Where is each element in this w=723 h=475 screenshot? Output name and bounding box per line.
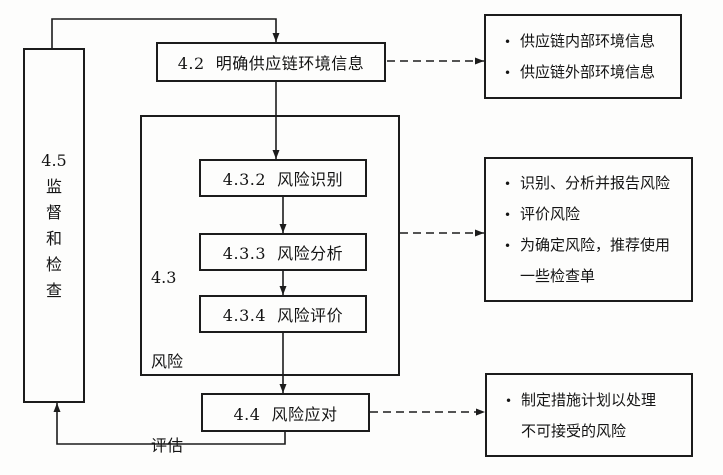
note-text: 供应链内部环境信息 (520, 31, 656, 50)
node-4-5-char: 和 (45, 228, 62, 248)
note-text: 制定措施计划以处理 (521, 390, 657, 409)
note-text: 识别、分析并报告风险 (520, 174, 671, 192)
node-4-3-group-label: 4.3 风险 评估 (151, 208, 195, 475)
node-4-3-number: 4.3 (151, 268, 177, 287)
node-4-5-char: 检 (45, 254, 62, 274)
node-4-5-char: 督 (45, 202, 62, 222)
note-text: 一些检查单 (520, 267, 596, 285)
node-4-4-label: 4.4 风险应对 (233, 404, 338, 424)
note-text: 不可接受的风险 (521, 421, 627, 440)
note-assessment-info: • 识别、分析并报告风险 • 评价风险 • 为确定风险，推荐使用 一些检查单 (484, 157, 693, 302)
node-4-4-risk-response: 4.4 风险应对 (201, 393, 370, 432)
node-4-3-3-label: 4.3.3 风险分析 (222, 244, 344, 263)
bullet-icon: • (505, 393, 513, 408)
node-4-3-3-risk-analysis: 4.3.3 风险分析 (199, 233, 367, 271)
node-4-2-label: 4.2 明确供应链环境信息 (177, 54, 365, 73)
note-line: • 为确定风险，推荐使用 (504, 230, 687, 261)
note-line-continuation: 一些检查单 (504, 261, 687, 291)
node-4-5-number: 4.5 (41, 150, 67, 170)
node-4-5-char: 监 (45, 176, 62, 196)
node-4-2-context: 4.2 明确供应链环境信息 (156, 42, 386, 82)
node-4-3-assessment-group (140, 115, 400, 376)
node-4-5-supervision-inspection: 4.5 监 督 和 检 查 (23, 48, 85, 403)
note-line: • 制定措施计划以处理 (505, 385, 687, 416)
node-4-3-2-label: 4.3.2 风险识别 (222, 170, 344, 189)
note-line: • 识别、分析并报告风险 (504, 168, 687, 199)
note-response-info: • 制定措施计划以处理 不可接受的风险 (485, 373, 693, 457)
bullet-icon: • (504, 34, 512, 49)
bullet-icon: • (504, 239, 512, 253)
note-line: • 供应链外部环境信息 (504, 57, 676, 88)
node-4-5-char: 查 (45, 280, 62, 300)
bullet-icon: • (504, 208, 512, 222)
note-context-info: • 供应链内部环境信息 • 供应链外部环境信息 (484, 14, 682, 99)
note-text: 评价风险 (520, 205, 581, 223)
note-text: 为确定风险，推荐使用 (520, 236, 671, 254)
note-text: 供应链外部环境信息 (520, 62, 656, 81)
bullet-icon: • (504, 65, 512, 80)
bullet-icon: • (504, 177, 512, 191)
note-line-continuation: 不可接受的风险 (505, 416, 687, 446)
node-4-3-name-line1: 风险 (151, 352, 184, 371)
note-line: • 供应链内部环境信息 (504, 26, 676, 57)
node-4-3-name-line2: 评估 (151, 436, 184, 455)
node-4-3-2-risk-identification: 4.3.2 风险识别 (199, 159, 367, 197)
node-4-3-4-risk-evaluation: 4.3.4 风险评价 (199, 295, 367, 333)
note-line: • 评价风险 (504, 199, 687, 230)
node-4-3-4-label: 4.3.4 风险评价 (222, 306, 344, 325)
